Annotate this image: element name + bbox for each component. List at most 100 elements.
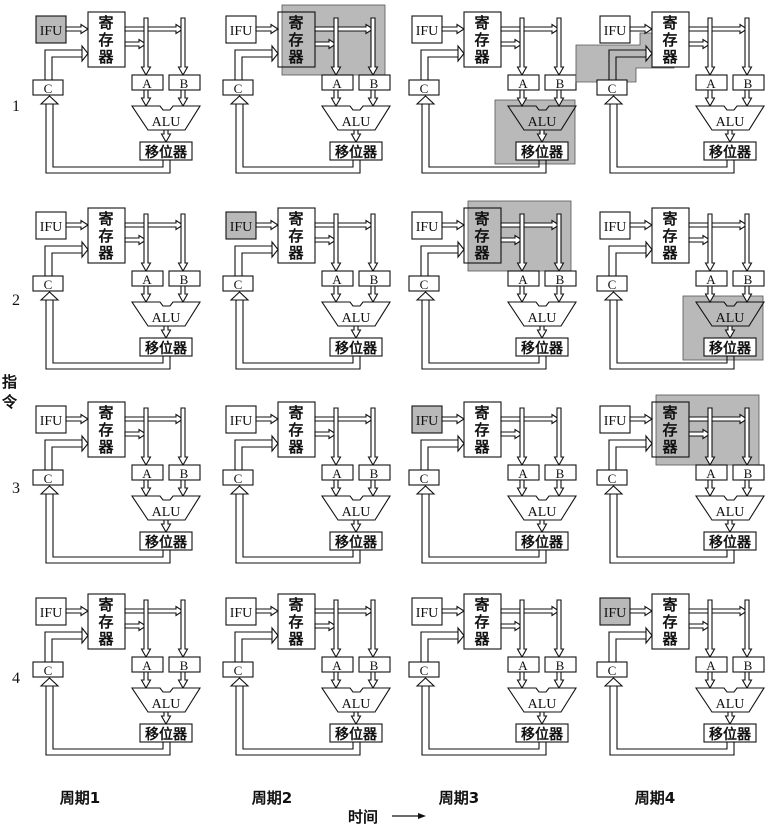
shifter-label: 移位器 [709,534,752,551]
feedback-path-inner [428,300,540,364]
alu-label: ALU [716,311,745,326]
c-to-register-path-inner [241,446,272,470]
c-to-register-path-inner [241,638,272,662]
feedback-path-inner [616,104,728,168]
c-to-register-path-inner [427,56,458,80]
c-to-register-path-inner [427,446,458,470]
ifu-to-register-arrow [255,219,280,231]
row-label-4: 4 [12,670,20,687]
shifter-label: 移位器 [335,534,378,551]
alu-to-shifter-arrow [724,519,736,534]
a-to-alu-arrow [140,89,152,108]
a-to-alu-arrow [516,671,528,690]
c-latch-box [32,469,64,486]
b-latch-label: B [370,76,379,91]
alu-label: ALU [528,311,557,326]
feedback-path-outer [235,104,361,174]
c-to-register-arrowhead-icon [457,434,465,453]
shifter-box [515,141,569,161]
feedback-path-inner [242,686,354,750]
b-bus-arrow [367,407,379,467]
alu-shape [506,301,577,327]
register-to-b-bus-arrow [314,605,375,617]
b-bus-arrow [177,599,189,659]
a-latch-label: A [332,466,342,481]
feedback-path-outer [609,104,735,174]
c-latch-label: C [608,663,617,678]
feedback-path-inner [52,494,164,558]
register-to-b-bus-arrow [500,413,561,425]
ifu-label: IFU [604,414,627,429]
register-label-char-3: 器 [97,48,114,66]
register-to-a-bus-arrow [314,620,338,632]
alu-label: ALU [152,505,181,520]
column-label-4: 周期4 [635,789,675,807]
row-label-2: 2 [12,292,20,309]
b-bus-arrow [553,599,565,659]
c-to-register-arrowhead-icon [457,240,465,259]
b-to-alu-arrow [367,479,379,498]
alu-shape [506,495,577,521]
alu-label: ALU [342,311,371,326]
shifter-label: 移位器 [521,144,564,161]
feedback-path-inner [616,300,728,364]
alu-label: ALU [716,115,745,130]
ifu-to-register-arrow [255,23,280,35]
a-to-alu-arrow [704,479,716,498]
c-latch-box [222,661,254,678]
ifu-to-register-arrow [441,413,466,425]
c-to-register-path-inner [427,638,458,662]
shifter-label: 移位器 [521,340,564,357]
a-bus-arrow [140,599,152,659]
c-to-register-arrowhead-icon [457,626,465,645]
feedback-path-outer [235,494,361,564]
b-latch-label: B [556,658,565,673]
b-to-alu-arrow [553,285,565,304]
register-label-char-2: 存 [662,613,677,631]
feedback-path-inner [428,686,540,750]
a-to-alu-arrow [330,479,342,498]
register-label-char-2: 存 [474,31,489,49]
a-bus-arrow [330,599,342,659]
ifu-box [411,15,443,44]
b-bus-arrow [367,17,379,77]
register-label-char-2: 存 [662,421,677,439]
c-latch-label: C [608,471,617,486]
alu-shape [130,687,201,713]
register-to-a-bus-arrow [124,428,148,440]
register-box [463,401,502,458]
register-label-char-1: 寄 [662,596,677,614]
alu-to-shifter-arrow [536,519,548,534]
shifter-label: 移位器 [145,726,188,743]
alu-label: ALU [528,697,557,712]
shifter-label: 移位器 [145,534,188,551]
a-bus-arrow [140,213,152,273]
alu-shape [320,687,391,713]
c-to-register-path-outer [234,439,272,470]
b-latch-label: B [556,272,565,287]
c-to-register-path-outer [608,49,646,80]
register-to-a-bus-arrow [124,620,148,632]
b-to-alu-arrow [177,671,189,690]
ifu-to-register-arrow [629,219,654,231]
c-to-register-path-inner [51,56,82,80]
register-box [651,207,690,264]
register-box [463,11,502,68]
column-label-3: 周期3 [439,789,479,807]
a-latch-label: A [142,658,152,673]
register-to-a-bus-arrow [688,38,712,50]
feedback-arrowhead-icon [415,95,436,105]
a-bus-arrow [704,17,716,77]
register-label-char-2: 存 [98,421,113,439]
alu-to-shifter-arrow [536,129,548,144]
register-to-b-bus-arrow [124,23,185,35]
feedback-path-outer [45,686,171,756]
a-latch-label: A [142,76,152,91]
feedback-path-outer [609,494,735,564]
ifu-box [225,405,257,434]
shifter-box [329,337,383,357]
register-box [651,11,690,68]
a-to-alu-arrow [516,285,528,304]
